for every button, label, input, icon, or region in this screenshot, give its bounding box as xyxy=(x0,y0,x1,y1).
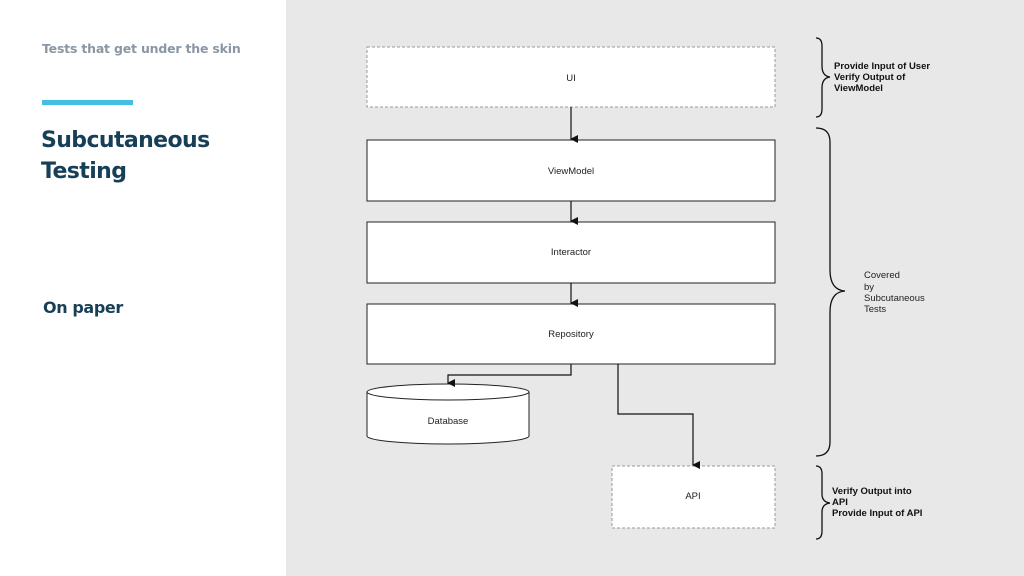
brace-middle xyxy=(815,127,846,457)
annotation-bottom: Verify Output into API Provide Input of … xyxy=(832,486,922,519)
slide-subtitle: On paper xyxy=(43,298,123,317)
annotation-top-line-2: Verify Output of xyxy=(834,72,906,83)
slide-title: Subcutaneous Testing xyxy=(41,128,210,184)
node-database-label: Database xyxy=(428,416,469,427)
node-repository-label: Repository xyxy=(548,329,594,340)
annotation-middle-line-2: by xyxy=(864,282,874,293)
left-panel: Tests that get under the skin Subcutaneo… xyxy=(0,0,286,576)
annotation-middle: Covered by Subcutaneous Tests xyxy=(864,270,925,315)
annotation-middle-line-1: Covered xyxy=(864,270,900,281)
annotation-top-line-3: ViewModel xyxy=(834,83,883,94)
node-api-label: API xyxy=(685,491,700,502)
brace-bottom xyxy=(815,465,831,540)
node-interactor: Interactor xyxy=(366,221,776,284)
node-viewmodel-label: ViewModel xyxy=(548,166,594,177)
annotation-middle-line-4: Tests xyxy=(864,304,886,315)
node-viewmodel: ViewModel xyxy=(366,139,776,202)
node-ui-label: UI xyxy=(566,73,576,84)
slide-kicker: Tests that get under the skin xyxy=(42,41,241,56)
brace-top xyxy=(815,37,831,118)
accent-bar xyxy=(42,100,133,105)
annotation-bottom-line-1: Verify Output into xyxy=(832,486,912,497)
annotation-middle-line-3: Subcutaneous xyxy=(864,293,925,304)
annotation-bottom-line-2: API xyxy=(832,497,848,508)
node-repository: Repository xyxy=(366,303,776,365)
annotation-top-line-1: Provide Input of User xyxy=(834,61,930,72)
arrow-repository-api xyxy=(617,364,700,469)
node-interactor-label: Interactor xyxy=(551,247,591,258)
node-api: API xyxy=(611,465,776,529)
arrow-repository-database xyxy=(447,364,572,387)
annotation-bottom-line-3: Provide Input of API xyxy=(832,508,922,519)
node-database: Database xyxy=(366,383,530,445)
node-ui: UI xyxy=(366,46,776,108)
annotation-top: Provide Input of User Verify Output of V… xyxy=(834,61,930,94)
